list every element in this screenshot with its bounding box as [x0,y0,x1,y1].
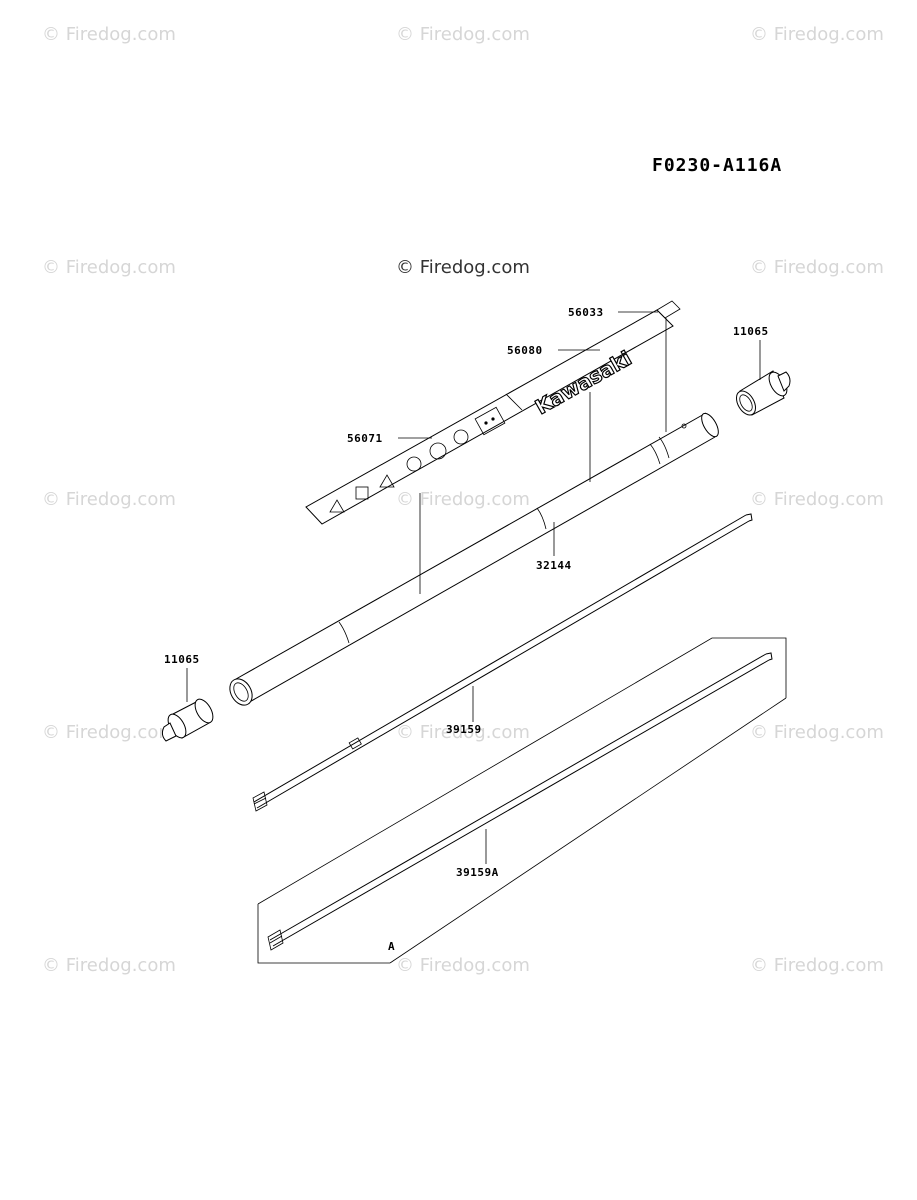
cap-11065-top [736,370,791,416]
watermark: © Firedog.com [42,955,176,976]
diagram-code: F0230-A116A [652,155,782,176]
watermark: © Firedog.com [750,955,884,976]
label-39159: 39159 [446,723,482,736]
watermark: © Firedog.com [750,24,884,45]
watermark: © Firedog.com [42,489,176,510]
watermark: © Firedog.com [396,24,530,45]
cap-11065-bottom [161,698,214,742]
label-32144: 32144 [536,559,572,572]
watermark: © Firedog.com [750,489,884,510]
watermarks: © Firedog.com © Firedog.com © Firedog.co… [42,24,884,976]
label-11065-top: 11065 [733,325,769,338]
watermark: © Firedog.com [750,722,884,743]
group-marker-a: A [388,940,395,953]
shaft-39159a [257,637,787,964]
label-56080: 56080 [507,344,543,357]
label-39159a: 39159A [456,866,499,879]
watermark-center: © Firedog.com [396,257,530,278]
watermark: © Firedog.com [750,257,884,278]
shaft-39159 [252,513,753,812]
watermark: © Firedog.com [396,489,530,510]
pipe-32144 [229,412,719,706]
watermark: © Firedog.com [42,257,176,278]
label-11065-bottom: 11065 [164,653,200,666]
warning-icons [329,406,506,513]
watermark: © Firedog.com [42,24,176,45]
label-56071: 56071 [347,432,383,445]
watermark: © Firedog.com [396,722,530,743]
leader-lines [186,311,761,864]
watermark: © Firedog.com [42,722,176,743]
watermark: © Firedog.com [396,955,530,976]
label-56033: 56033 [568,306,604,319]
